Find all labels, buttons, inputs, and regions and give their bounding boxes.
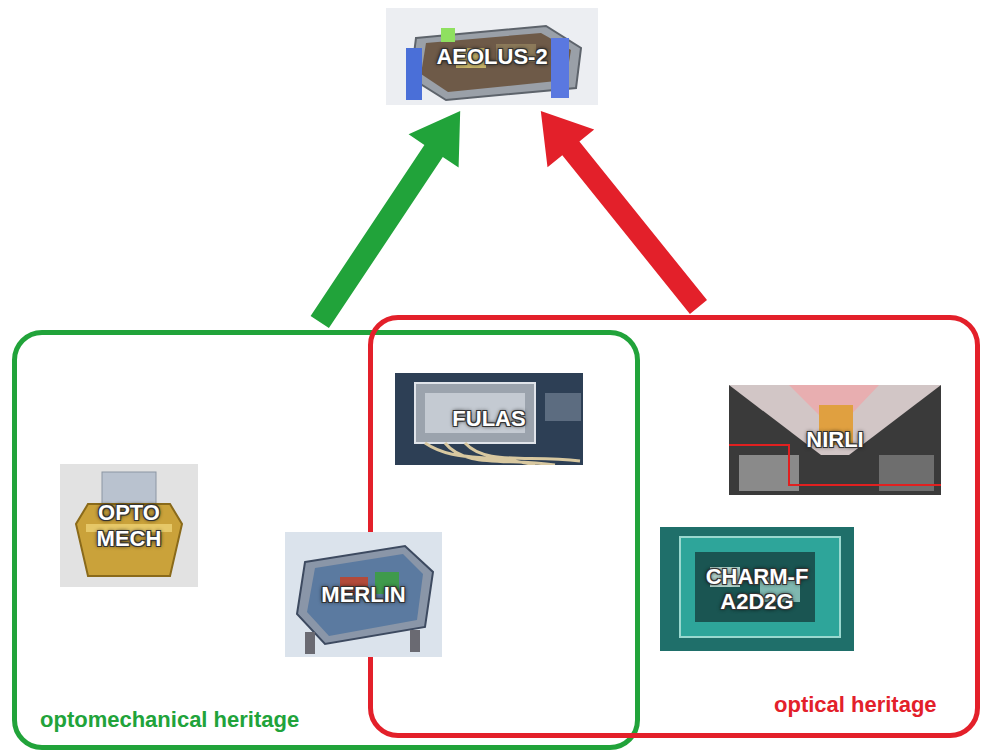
- aeolus-photo: AEOLUS-2: [386, 8, 598, 105]
- heritage-arrow: [311, 111, 461, 328]
- region-label: optical heritage: [771, 692, 940, 718]
- charm-photo: CHARM-F A2D2G: [660, 527, 854, 651]
- nirli-photo: NIRLI: [729, 385, 941, 495]
- optomechanical-region: optomechanical heritage OPTO MECH MERLIN FU…: [12, 330, 640, 750]
- photo-label: MERLIN: [321, 582, 405, 607]
- photo-label: NIRLI: [806, 427, 863, 452]
- photo-label: FULAS: [452, 406, 525, 431]
- photo-label: CHARM-F A2D2G: [682, 564, 832, 615]
- heritage-arrow: [541, 111, 707, 314]
- optomech-photo: OPTO MECH: [60, 464, 198, 587]
- photo-label: AEOLUS-2: [436, 44, 547, 69]
- photo-label: OPTO MECH: [79, 500, 179, 551]
- fulas-photo: FULAS: [395, 373, 583, 465]
- region-label: optomechanical heritage: [37, 707, 302, 733]
- merlin-photo: MERLIN: [285, 532, 442, 657]
